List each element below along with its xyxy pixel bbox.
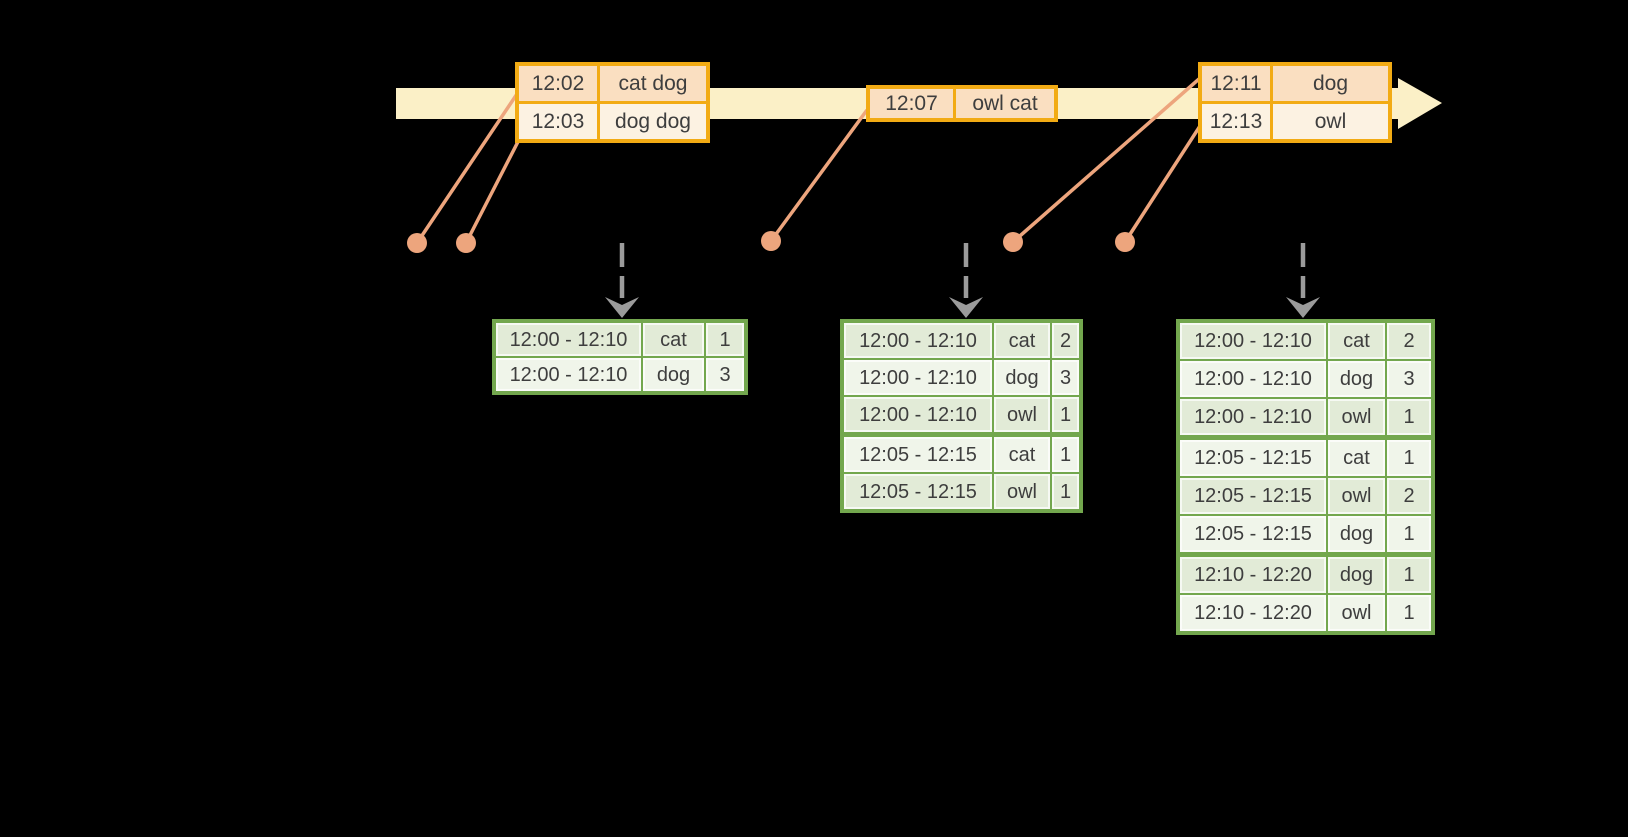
word-cell: dog [643,358,704,391]
word-cell: dog [1328,516,1385,552]
event-connector-line [415,87,523,244]
word-cell: cat [994,323,1050,358]
event-connector-lines [415,77,1202,244]
window-cell: 12:05 - 12:15 [1180,516,1326,552]
event-words-cell: dog dog [600,104,706,139]
window-cell: 12:10 - 12:20 [1180,595,1326,631]
event-dot [761,231,781,251]
word-cell: cat [1328,440,1385,476]
event-connector-line [769,108,869,243]
count-cell: 2 [1387,323,1431,359]
event-words-cell: cat dog [600,66,706,101]
window-cell: 12:05 - 12:15 [1180,478,1326,514]
word-cell: owl [1328,478,1385,514]
window-cell: 12:00 - 12:10 [1180,323,1326,359]
window-cell: 12:00 - 12:10 [496,323,641,356]
event-words-cell: owl [1273,104,1388,139]
window-cell: 12:00 - 12:10 [1180,399,1326,435]
down-arrowhead-icon [1286,297,1320,318]
window-cell: 12:00 - 12:10 [844,397,992,432]
trigger-arrows [619,243,1306,298]
word-cell: dog [994,360,1050,395]
count-cell: 1 [1387,595,1431,631]
word-cell: owl [1328,595,1385,631]
event-connector-line [1011,77,1201,244]
count-cell: 3 [1052,360,1079,395]
count-cell: 2 [1052,323,1079,358]
window-cell: 12:00 - 12:10 [1180,361,1326,397]
event-time-cell: 12:13 [1202,104,1270,139]
event-time-cell: 12:03 [519,104,597,139]
down-arrowhead-icon [949,297,983,318]
window-cell: 12:05 - 12:15 [1180,440,1326,476]
count-cell: 1 [1387,557,1431,593]
count-cell: 3 [706,358,744,391]
word-cell: owl [994,397,1050,432]
timeline-arrowhead-icon [1398,78,1442,129]
window-cell: 12:00 - 12:10 [496,358,641,391]
word-cell: cat [643,323,704,356]
count-cell: 3 [1387,361,1431,397]
count-cell: 1 [1052,474,1079,509]
window-cell: 12:10 - 12:20 [1180,557,1326,593]
window-cell: 12:00 - 12:10 [844,360,992,395]
event-time-cell: 12:07 [870,89,953,118]
event-time-cell: 12:11 [1202,66,1270,101]
count-cell: 1 [1387,399,1431,435]
word-cell: cat [994,437,1050,472]
window-cell: 12:05 - 12:15 [844,474,992,509]
window-cell: 12:00 - 12:10 [844,323,992,358]
event-dot [1115,232,1135,252]
event-connector-line [464,129,526,244]
word-cell: owl [994,474,1050,509]
event-dot [407,233,427,253]
count-cell: 2 [1387,478,1431,514]
count-cell: 1 [1387,440,1431,476]
down-arrowhead-icon [605,297,639,318]
count-cell: 1 [1387,516,1431,552]
event-dot [456,233,476,253]
count-cell: 1 [1052,397,1079,432]
trigger-arrowheads [605,297,1320,318]
word-cell: cat [1328,323,1385,359]
count-cell: 1 [706,323,744,356]
event-words-cell: owl cat [956,89,1054,118]
word-cell: dog [1328,361,1385,397]
word-cell: owl [1328,399,1385,435]
event-dots [407,231,1135,253]
count-cell: 1 [1052,437,1079,472]
word-cell: dog [1328,557,1385,593]
event-connector-line [1123,125,1202,243]
event-time-cell: 12:02 [519,66,597,101]
event-dot [1003,232,1023,252]
window-cell: 12:05 - 12:15 [844,437,992,472]
event-words-cell: dog [1273,66,1388,101]
